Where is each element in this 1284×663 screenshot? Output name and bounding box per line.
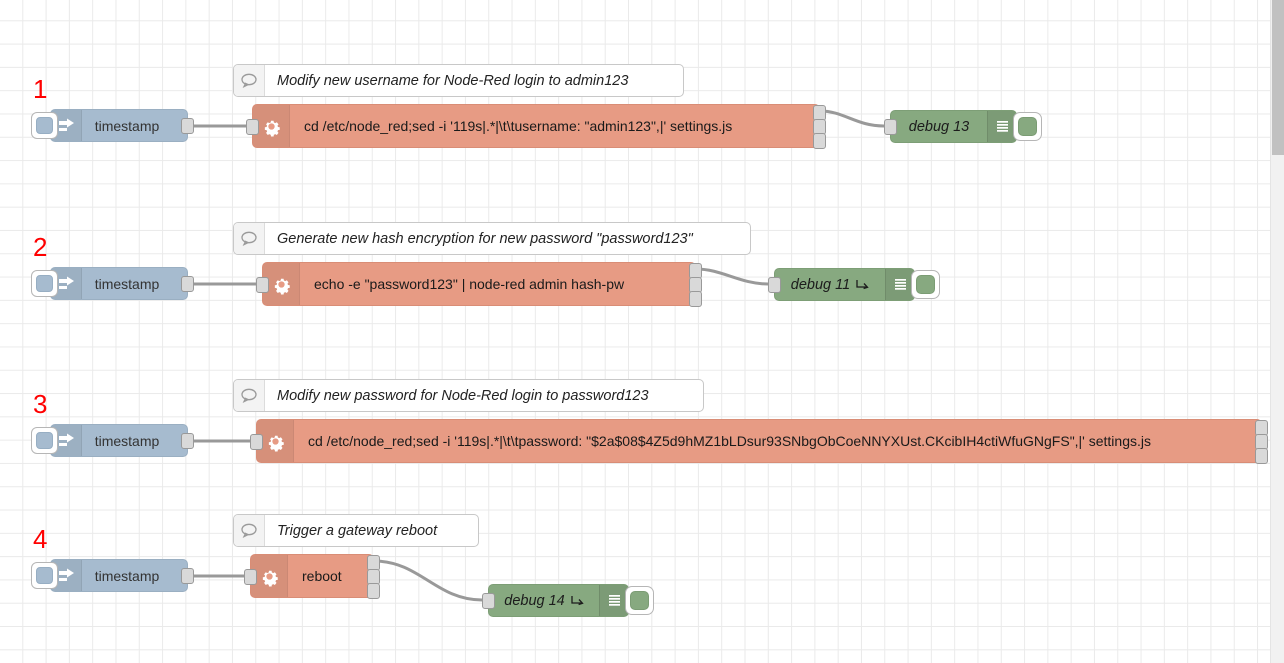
debug-node-2-toggle-button[interactable]	[911, 270, 940, 299]
exec-node-1-output-port-2[interactable]	[813, 133, 826, 149]
inject-trigger-button-3[interactable]	[31, 427, 58, 454]
comment-node-4-text: Trigger a gateway reboot	[277, 522, 438, 539]
inject-trigger-button-inner-2	[36, 275, 53, 292]
exec-node-3[interactable]: cd /etc/node_red;sed -i '119s|.*|\t\tpas…	[250, 419, 1268, 464]
exec-node-2-input-port[interactable]	[256, 277, 269, 293]
debug-node-2-label-wrap: debug 11	[775, 269, 885, 300]
row-number-3: 3	[33, 389, 48, 419]
exec-node-4-label: reboot	[302, 568, 342, 584]
inject-node-2-output-port[interactable]	[181, 276, 194, 292]
comment-node-2-text: Generate new hash encryption for new pas…	[277, 230, 693, 247]
inject-trigger-button-inner-3	[36, 432, 53, 449]
exec-node-1-input-port[interactable]	[246, 119, 259, 135]
exec-node-3-label: cd /etc/node_red;sed -i '119s|.*|\t\tpas…	[308, 433, 1151, 449]
exec-node-4[interactable]: reboot	[244, 554, 380, 599]
debug-lines-icon	[885, 269, 914, 300]
wire-exec-to-debug-1	[819, 109, 885, 128]
inject-node-4-output-port[interactable]	[181, 568, 194, 584]
debug-node-2-input-port[interactable]	[768, 277, 781, 293]
row-number-1: 1	[33, 74, 48, 104]
debug-lines-icon	[599, 585, 628, 616]
gear-icon	[251, 555, 288, 597]
inject-trigger-button-inner-4	[36, 567, 53, 584]
comment-node-3-text: Modify new password for Node-Red login t…	[277, 387, 649, 404]
comment-node-4[interactable]: Trigger a gateway reboot	[233, 514, 479, 547]
inject-trigger-button-inner-1	[36, 117, 53, 134]
gear-icon	[257, 420, 294, 462]
debug-lines-icon	[987, 111, 1016, 142]
speech-bubble-icon	[234, 223, 265, 254]
status-arrow-icon	[571, 596, 584, 606]
inject-node-1-output-port[interactable]	[181, 118, 194, 134]
debug-node-4-toggle-inner	[630, 591, 649, 610]
debug-node-4-label-wrap: debug 14	[489, 585, 599, 616]
inject-node-2[interactable]: timestamp	[31, 267, 194, 300]
exec-node-1[interactable]: cd /etc/node_red;sed -i '119s|.*|\t\tuse…	[246, 104, 826, 149]
wire-exec-to-debug-2	[695, 267, 769, 286]
inject-node-3[interactable]: timestamp	[31, 424, 194, 457]
debug-node-1-toggle-inner	[1018, 117, 1037, 136]
status-arrow-icon	[856, 280, 869, 290]
gear-icon	[253, 105, 290, 147]
inject-node-3-label: timestamp	[94, 432, 160, 449]
debug-node-4-input-port[interactable]	[482, 593, 495, 609]
inject-node-3-output-port[interactable]	[181, 433, 194, 449]
vertical-scrollbar-thumb[interactable]	[1272, 0, 1284, 155]
exec-node-3-input-port[interactable]	[250, 434, 263, 450]
debug-node-1-toggle-button[interactable]	[1013, 112, 1042, 141]
debug-node-1-label: debug 13	[908, 118, 970, 135]
comment-node-3[interactable]: Modify new password for Node-Red login t…	[233, 379, 704, 412]
speech-bubble-icon	[234, 65, 265, 96]
inject-node-1[interactable]: timestamp	[31, 109, 194, 142]
debug-node-1[interactable]: debug 13	[884, 110, 1042, 143]
exec-node-1-label: cd /etc/node_red;sed -i '119s|.*|\t\tuse…	[304, 118, 733, 134]
row-number-2: 2	[33, 232, 48, 262]
inject-trigger-button-1[interactable]	[31, 112, 58, 139]
speech-bubble-icon	[234, 515, 265, 546]
inject-node-2-label: timestamp	[94, 275, 160, 292]
inject-trigger-button-4[interactable]	[31, 562, 58, 589]
row-number-4: 4	[33, 524, 48, 554]
debug-node-2-toggle-inner	[916, 275, 935, 294]
comment-node-1-text: Modify new username for Node-Red login t…	[277, 72, 629, 89]
debug-node-4[interactable]: debug 14	[482, 584, 654, 617]
inject-trigger-button-2[interactable]	[31, 270, 58, 297]
debug-node-4-label: debug 14	[504, 592, 565, 609]
debug-node-2[interactable]: debug 11	[768, 268, 940, 301]
exec-node-3-output-port-2[interactable]	[1255, 448, 1268, 464]
comment-node-2[interactable]: Generate new hash encryption for new pas…	[233, 222, 751, 255]
exec-node-2[interactable]: echo -e "password123" | node-red admin h…	[256, 262, 702, 307]
inject-node-4[interactable]: timestamp	[31, 559, 194, 592]
wire-exec-to-debug-4	[373, 559, 483, 602]
debug-node-2-label: debug 11	[790, 276, 851, 293]
exec-node-4-output-port-2[interactable]	[367, 583, 380, 599]
exec-node-2-label: echo -e "password123" | node-red admin h…	[314, 276, 625, 292]
debug-node-1-label-wrap: debug 13	[891, 111, 987, 142]
comment-node-1[interactable]: Modify new username for Node-Red login t…	[233, 64, 684, 97]
inject-node-4-label: timestamp	[94, 567, 160, 584]
vertical-scrollbar[interactable]	[1270, 0, 1284, 663]
debug-node-1-input-port[interactable]	[884, 119, 897, 135]
inject-node-1-label: timestamp	[94, 117, 160, 134]
exec-node-4-input-port[interactable]	[244, 569, 257, 585]
speech-bubble-icon	[234, 380, 265, 411]
debug-node-4-toggle-button[interactable]	[625, 586, 654, 615]
gear-icon	[263, 263, 300, 305]
exec-node-2-output-port-2[interactable]	[689, 291, 702, 307]
